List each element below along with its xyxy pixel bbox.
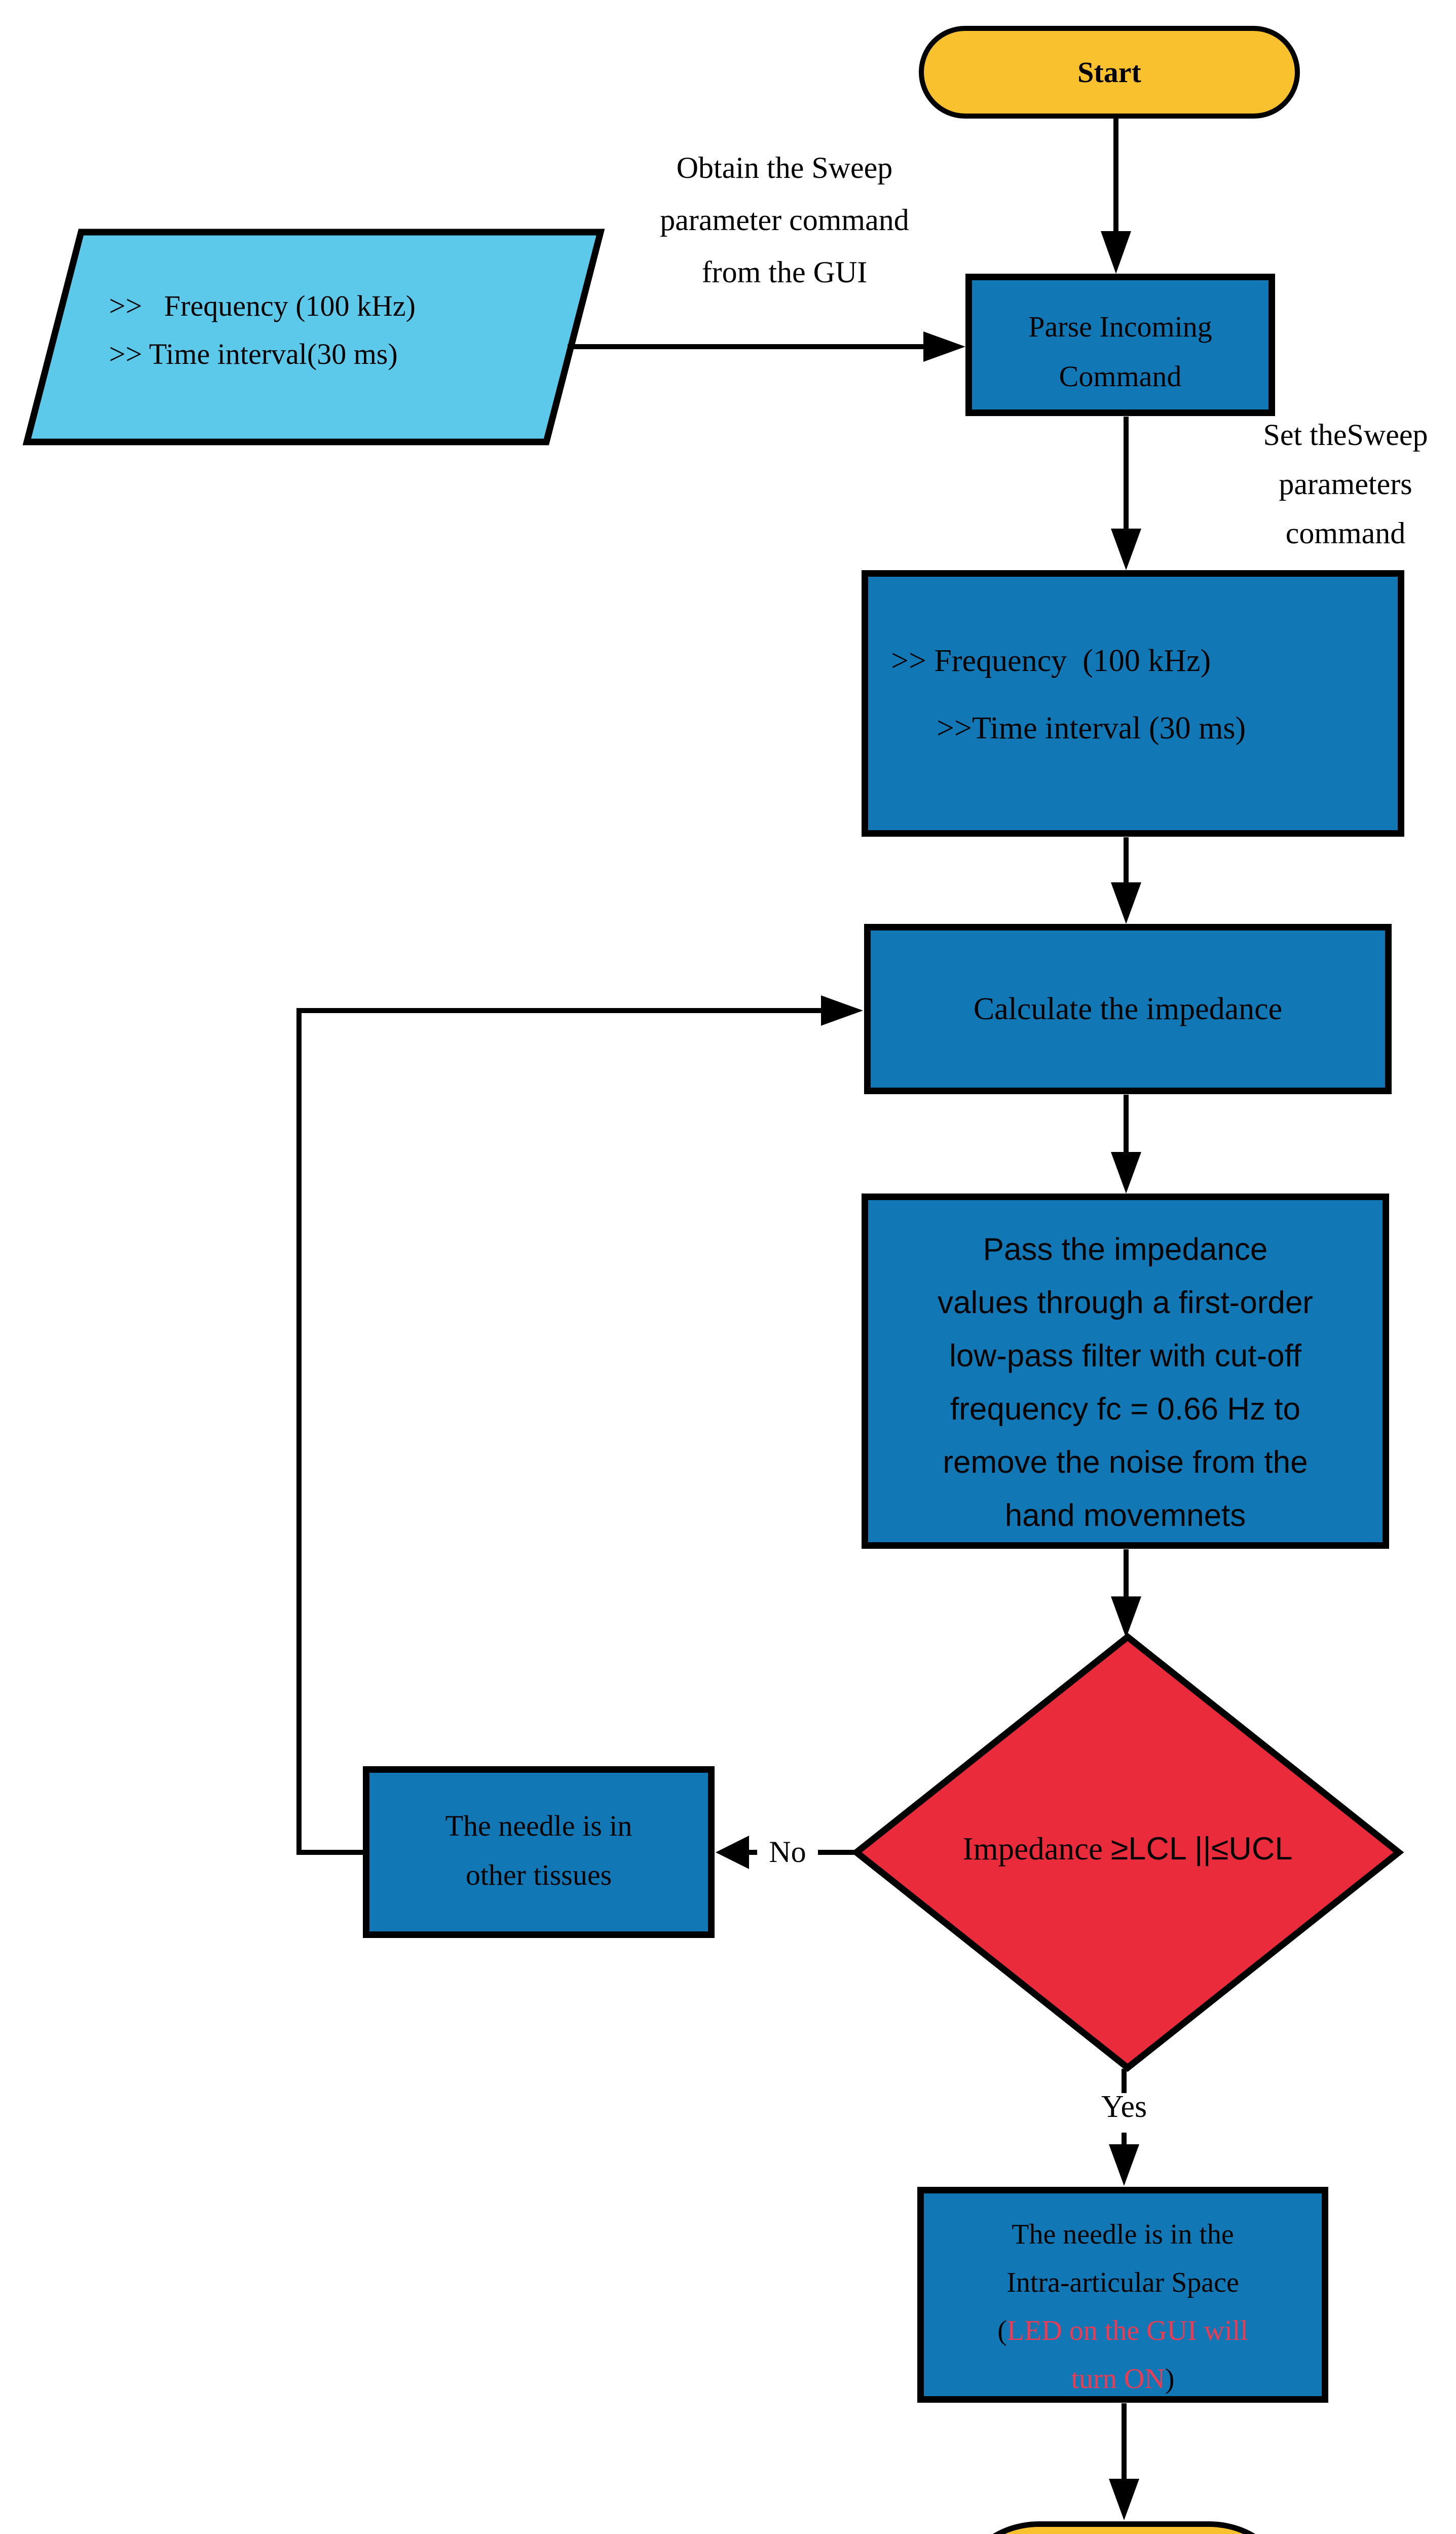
edge-calculate-to-filter bbox=[1111, 1095, 1141, 1194]
intra-articular-node: The needle is in the Intra-articular Spa… bbox=[917, 2187, 1328, 2403]
led-alert-text: LED on the GUI will bbox=[1006, 2315, 1248, 2346]
start-label: Start bbox=[1077, 56, 1141, 89]
other-tissues-node: The needle is in other tissues bbox=[363, 1766, 715, 1938]
other-tissues-line: other tissues bbox=[465, 1858, 612, 1891]
decision-label-serif: Impedance bbox=[962, 1831, 1111, 1867]
filter-line: low-pass filter with cut-off bbox=[949, 1338, 1301, 1373]
annotation-line: parameter command bbox=[660, 203, 909, 237]
edge-filter-to-decision bbox=[1111, 1549, 1141, 1638]
sweep-param-line: >> Frequency (100 kHz) bbox=[891, 644, 1211, 678]
edge-parse-to-sweep bbox=[1111, 417, 1141, 570]
other-tissues-line: The needle is in bbox=[445, 1809, 632, 1842]
annotation-line: command bbox=[1285, 516, 1406, 550]
yes-edge-label: Yes bbox=[1078, 2089, 1170, 2125]
filter-line: frequency fc = 0.66 Hz to bbox=[950, 1392, 1300, 1427]
edge-loop-to-calculate bbox=[296, 995, 863, 1855]
arrowhead-down-icon bbox=[1109, 2479, 1139, 2520]
arrowhead-left-icon bbox=[716, 1836, 749, 1869]
arrowhead-right-icon bbox=[923, 331, 965, 362]
arrowhead-right-icon bbox=[821, 995, 863, 1026]
annotation-line: Obtain the Sweep bbox=[676, 151, 893, 184]
intra-line: Intra-articular Space bbox=[1006, 2267, 1239, 2298]
filter-line: remove the noise from the bbox=[943, 1445, 1308, 1480]
filter-line: hand movemnets bbox=[1004, 1498, 1246, 1533]
edge-input-to-parse bbox=[568, 331, 965, 362]
sweep-params-node bbox=[862, 570, 1404, 837]
obtain-annotation: Obtain the Sweep parameter command from … bbox=[582, 142, 987, 299]
calculate-label: Calculate the impedance bbox=[973, 991, 1283, 1026]
annotation-line: Set theSweep bbox=[1263, 418, 1428, 452]
edge-sweep-to-calculate bbox=[1111, 837, 1141, 924]
input-parallelogram-text: >> Frequency (100 kHz) >> Time interval(… bbox=[109, 282, 555, 378]
arrowhead-down-icon bbox=[1109, 2144, 1139, 2186]
edge-intra-to-end bbox=[1109, 2403, 1139, 2520]
lowpass-filter-node: Pass the impedance values through a firs… bbox=[862, 1194, 1389, 1549]
intra-line: turn ON) bbox=[924, 2355, 1322, 2403]
annotation-line: parameters bbox=[1279, 467, 1412, 501]
input-param-line: >> Time interval(30 ms) bbox=[109, 338, 398, 370]
yes-label-text: Yes bbox=[1101, 2090, 1147, 2124]
input-parallelogram-shape bbox=[22, 229, 605, 445]
paren-open: ( bbox=[997, 2315, 1007, 2346]
filter-line: Pass the impedance bbox=[983, 1232, 1268, 1267]
decision-diamond-shape bbox=[851, 1632, 1404, 2072]
decision-label-sans: ≥LCL ||≤UCL bbox=[1110, 1831, 1293, 1867]
no-edge-label: No bbox=[757, 1830, 818, 1874]
arrowhead-down-icon bbox=[1111, 1152, 1141, 1194]
set-sweep-annotation: Set theSweep parameters command bbox=[1214, 411, 1456, 558]
parse-command-node: Parse Incoming Command bbox=[965, 274, 1275, 416]
arrowhead-down-icon bbox=[1111, 529, 1141, 570]
intra-line: The needle is in the bbox=[1012, 2219, 1234, 2250]
paren-close: ) bbox=[1165, 2363, 1175, 2395]
start-node: Start bbox=[919, 26, 1300, 119]
led-alert-text: turn ON bbox=[1071, 2363, 1165, 2395]
calculate-impedance-node: Calculate the impedance bbox=[864, 924, 1392, 1094]
input-param-line: >> Frequency (100 kHz) bbox=[109, 289, 416, 322]
parse-line: Parse Incoming bbox=[1028, 310, 1212, 343]
decision-text: Impedance ≥LCL ||≤UCL bbox=[862, 1831, 1394, 1868]
arrowhead-down-icon bbox=[1101, 231, 1131, 274]
filter-line: values through a first-order bbox=[938, 1285, 1313, 1320]
arrowhead-down-icon bbox=[1111, 1596, 1141, 1638]
sweep-param-line: >>Time interval (30 ms) bbox=[937, 711, 1246, 746]
intra-line: (LED on the GUI will bbox=[924, 2307, 1322, 2355]
annotation-line: from the GUI bbox=[701, 255, 868, 289]
edge-decision-yes bbox=[1109, 2069, 1139, 2186]
edge-start-to-parse bbox=[1101, 118, 1131, 274]
arrowhead-down-icon bbox=[1111, 882, 1141, 924]
sweep-params-text: >> Frequency (100 kHz) >>Time interval (… bbox=[868, 627, 1398, 762]
parse-line: Command bbox=[1059, 360, 1182, 393]
no-label-text: No bbox=[769, 1835, 806, 1869]
